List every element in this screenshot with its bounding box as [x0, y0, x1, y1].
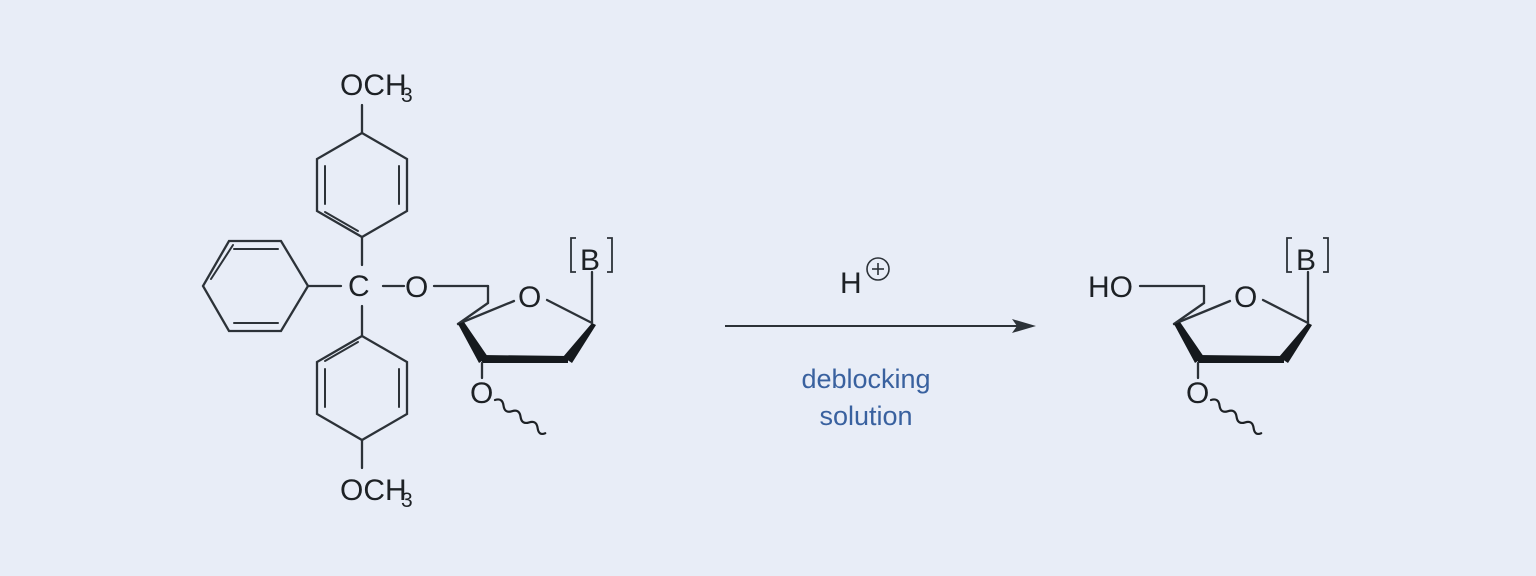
ring-methoxyphenyl-top: [315, 131, 409, 239]
methoxy-top-label: OCH: [340, 69, 407, 102]
reaction-arrow-group: [725, 319, 1036, 333]
methoxy-bottom-label: OCH: [340, 474, 407, 507]
deblocking-label-line2: solution: [819, 401, 912, 431]
three-prime-oxygen-label-reactant: O: [470, 377, 493, 410]
ring-oxygen-label-reactant: O: [518, 281, 541, 314]
bond-c1-to-c2-bold-product: [1279, 323, 1312, 363]
bond-c2-to-c3-bold-product: [1198, 355, 1284, 363]
base-bracket-right-product: [1323, 237, 1329, 273]
ether-oxygen-label: O: [405, 271, 428, 304]
methoxy-top-subscript: 3: [401, 84, 413, 107]
central-carbon-label: C: [348, 270, 370, 303]
base-bracket-left-reactant: [570, 237, 576, 273]
ring-phenyl: [201, 239, 310, 333]
proton-label: H: [840, 267, 862, 300]
wavy-bond-product: [1209, 398, 1263, 436]
ring-phenyl-double-bond-3: [210, 244, 234, 280]
base-label-reactant: B: [580, 244, 600, 277]
ring-top-double-bond-3: [324, 211, 359, 232]
ring-bottom-double-bond-3: [324, 341, 359, 362]
bond-c3-to-c4-bold-reactant: [458, 322, 488, 363]
bond-ring-oxygen-to-c1-reactant: [545, 298, 594, 325]
bond-c1-to-c2-bold-reactant: [563, 323, 596, 363]
bond-c4-to-ring-oxygen-reactant: [456, 299, 516, 326]
bond-ring-oxygen-to-c1-product: [1261, 298, 1310, 325]
positive-charge-circle: [866, 257, 890, 281]
base-bracket-right-reactant: [607, 237, 613, 273]
wavy-bond-reactant: [493, 398, 547, 436]
methoxy-bottom-subscript: 3: [401, 489, 413, 512]
bond-c4-to-ring-oxygen-product: [1172, 299, 1232, 326]
ring-methoxyphenyl-bottom: [315, 334, 409, 442]
bond-c5-to-c4-product: [1172, 301, 1206, 326]
deblocking-label-line1: deblocking: [801, 364, 930, 394]
reaction-arrow-head: [1012, 319, 1036, 333]
base-label-product: B: [1296, 244, 1316, 277]
three-prime-oxygen-label-product: O: [1186, 377, 1209, 410]
bond-c5-to-c4: [456, 301, 490, 326]
ring-oxygen-label-product: O: [1234, 281, 1257, 314]
hydroxyl-label-product: HO: [1088, 271, 1133, 304]
bond-c2-to-c3-bold-reactant: [482, 355, 568, 363]
base-bracket-left-product: [1286, 237, 1292, 273]
bond-c3-to-c4-bold-product: [1174, 322, 1204, 363]
